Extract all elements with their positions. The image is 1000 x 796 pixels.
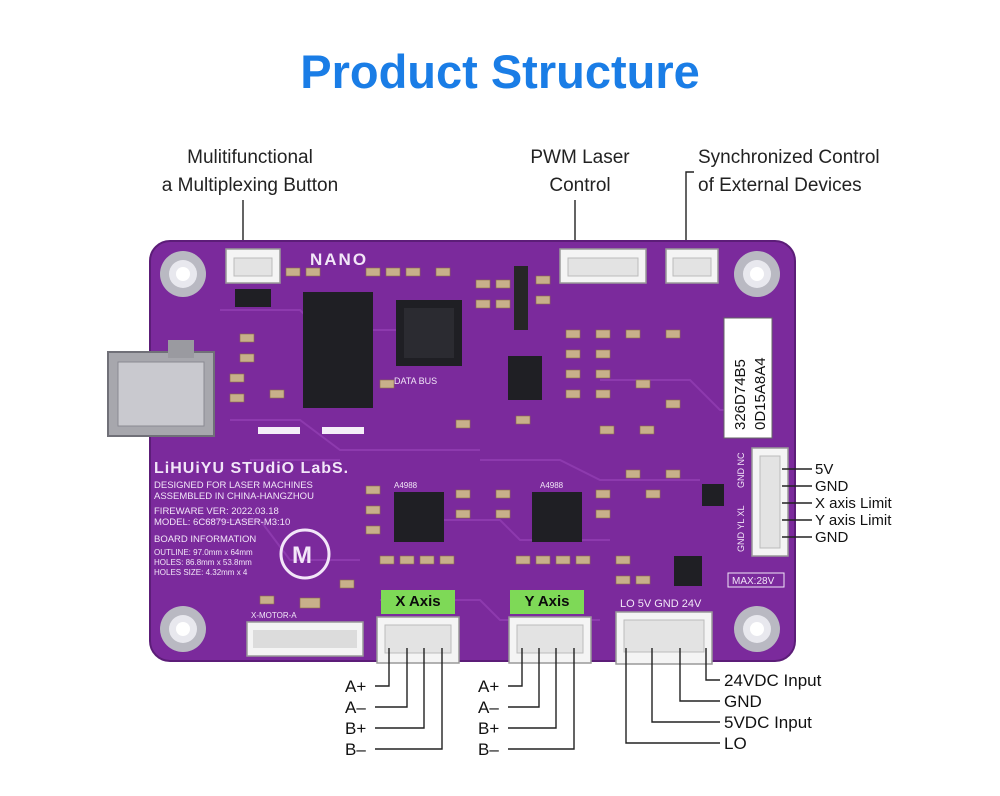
silk-bars	[258, 427, 364, 434]
mounting-hole-tl	[160, 251, 206, 297]
limit-pin-5v: 5V	[815, 461, 834, 478]
regulator	[674, 484, 724, 586]
board-info-holes-size: HOLES SIZE: 4.32mm x 4	[154, 568, 248, 577]
limit-leader-lines	[782, 468, 812, 538]
callout-sync: Synchronized Control of External Devices	[698, 144, 880, 200]
leader-sync	[685, 171, 694, 252]
mosfet	[235, 289, 271, 307]
x-pin-a-plus: A+	[345, 677, 367, 696]
page-title: Product Structure	[300, 45, 700, 98]
board-limit-silk-2: GND YL XL	[736, 505, 746, 552]
board-m-logo: M	[279, 528, 331, 580]
board-info-outline: OUTLINE: 97.0mm x 64mm	[154, 548, 253, 557]
board-power-silk: LO 5V GND 24V	[620, 598, 702, 610]
y-pin-b-plus: B+	[478, 719, 500, 738]
board-data-bus: DATA BUS	[394, 376, 437, 386]
x-motor-connector	[376, 616, 460, 664]
limit-pin-gnd-1: GND	[815, 478, 849, 495]
callout-pwm: PWM Laser Control	[500, 144, 660, 200]
y-pin-a-minus: A–	[478, 698, 499, 717]
svg-text:M: M	[292, 542, 312, 569]
mounting-hole-tr	[734, 251, 780, 297]
power-pin-24v: 24VDC Input	[724, 671, 822, 690]
callout-button: Mulitifunctional a Multiplexing Button	[128, 144, 372, 200]
callout-button-line-1: Mulitifunctional	[187, 147, 313, 168]
board-chip-label-x: A4988	[394, 481, 418, 490]
board-chip-label-y: A4988	[540, 481, 564, 490]
board-silk: NANO DATA BUS LiHUiYU STUdiO LabS. DESIG…	[154, 250, 746, 620]
limit-pin-gnd-2: GND	[815, 529, 849, 546]
serial-1: 326D74B5	[732, 359, 749, 430]
serial-sticker: 326D74B5 0D15A8A4	[723, 317, 773, 439]
x-axis-leader-lines	[375, 648, 443, 750]
x-axis-badge: X Axis	[381, 590, 455, 614]
sync-connector	[665, 248, 719, 284]
limit-connector	[751, 447, 789, 557]
callout-sync-line-2: of External Devices	[698, 175, 862, 196]
board-logo: NANO	[310, 250, 368, 269]
board-info-line-1: DESIGNED FOR LASER MACHINES	[154, 480, 313, 491]
power-pin-5v: 5VDC Input	[724, 713, 812, 732]
pwm-connector	[559, 248, 647, 284]
serial-2: 0D15A8A4	[752, 357, 769, 430]
board-motor-label: X-MOTOR-A	[251, 611, 297, 620]
power-leader-lines	[625, 648, 720, 744]
x-pin-b-plus: B+	[345, 719, 367, 738]
callout-button-line-2: a Multiplexing Button	[161, 175, 339, 196]
usb-b-connector	[107, 340, 215, 437]
y-pin-a-plus: A+	[478, 677, 500, 696]
button-connector	[225, 248, 281, 284]
motor-a-ribbon-connector	[246, 621, 364, 657]
mcu-chip	[396, 300, 462, 366]
a4988-chip-y	[532, 492, 582, 542]
callout-pwm-line-1: PWM Laser	[530, 147, 630, 168]
y-axis-badge: Y Axis	[510, 590, 584, 614]
x-pin-a-minus: A–	[345, 698, 366, 717]
board-info-line-3: FIREWARE VER: 2022.03.18	[154, 506, 279, 517]
power-connector	[615, 611, 713, 665]
mounting-holes	[160, 251, 780, 652]
mounting-hole-br	[734, 606, 780, 652]
y-axis-leader-lines	[508, 648, 575, 750]
small-ic	[508, 356, 542, 400]
board-info-line-2: ASSEMBLED IN CHINA-HANGZHOU	[154, 491, 314, 502]
limit-pin-y: Y axis Limit	[815, 512, 892, 529]
limit-pin-x: X axis Limit	[815, 495, 892, 512]
power-pin-lo: LO	[724, 734, 747, 753]
callout-sync-line-1: Synchronized Control	[698, 147, 880, 168]
pin-header	[514, 266, 528, 330]
board-info-heading: BOARD INFORMATION	[154, 534, 256, 545]
smd-components	[229, 267, 681, 609]
board-info-line-4: MODEL: 6C6879-LASER-M3:10	[154, 517, 290, 528]
y-pin-b-minus: B–	[478, 740, 499, 759]
usb-chip	[303, 292, 373, 408]
x-pin-b-minus: B–	[345, 740, 366, 759]
power-pin-gnd: GND	[724, 692, 762, 711]
board-limit-silk-1: GND NC	[736, 452, 746, 488]
a4988-chip-x	[394, 492, 444, 542]
board-info-holes: HOLES: 86.8mm x 53.8mm	[154, 558, 252, 567]
max-voltage: MAX:28V	[732, 576, 775, 587]
max-voltage-box: MAX:28V	[727, 572, 785, 588]
callout-pwm-line-2: Control	[549, 175, 611, 196]
board-brand: LiHUiYU STUdiO LabS.	[154, 460, 349, 477]
mounting-hole-bl	[160, 606, 206, 652]
